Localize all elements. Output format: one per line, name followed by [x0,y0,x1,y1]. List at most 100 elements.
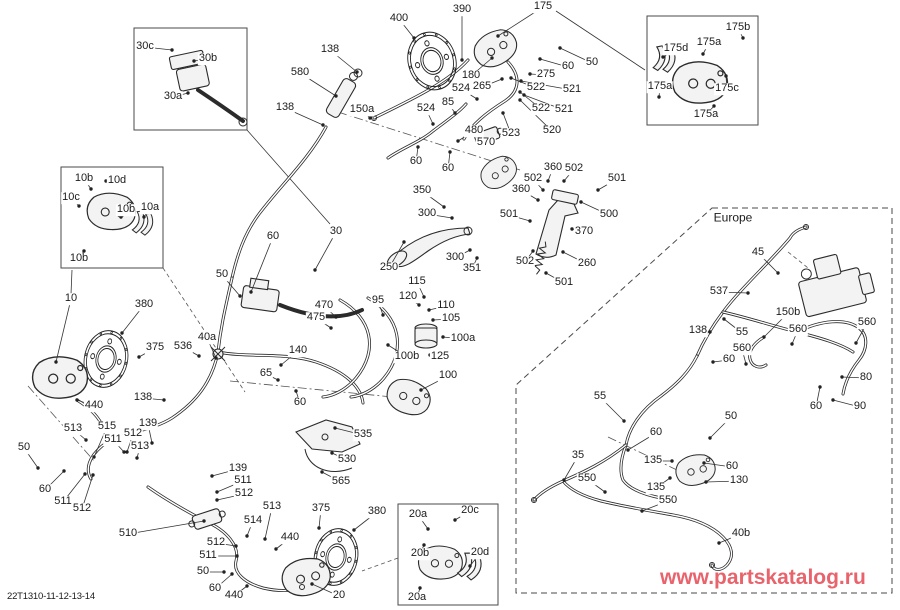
fastener-dot [416,145,420,149]
inset-box-20 [397,503,499,606]
leader-line [265,373,279,381]
fastener-dot [661,55,665,59]
fastener-dot [122,450,126,454]
leader-line [250,236,274,293]
leader-line [221,274,241,297]
fastener-dot [711,360,715,364]
leader-line [705,105,715,116]
leader-line [508,214,531,222]
fastener-dot [603,490,607,494]
leader-line [741,348,747,365]
leader-line [72,428,87,441]
leader-line [417,514,429,530]
fastener-dot [234,544,238,548]
leader-line [83,178,92,190]
leader-line [705,480,740,483]
drawing-number: 22T1310-11-12-13-14 [7,591,95,602]
leader-line [420,375,449,391]
leader-line [44,470,65,491]
fastener-dot [704,480,708,484]
leader-line [712,359,730,363]
leader-line [428,305,447,311]
fastener-dot [77,204,81,208]
leader-line [407,296,420,306]
fastener-dot [230,572,234,576]
fastener-dot [402,240,406,244]
fastener-dot [744,362,748,366]
fastener-dot [818,385,822,389]
fastener-dot [453,518,457,522]
fastener-dot [294,389,298,393]
leader-line [563,168,575,182]
fastener-dot [330,451,334,455]
leader-line [214,573,233,590]
pipe-union-510 [188,508,226,530]
fastener-dot [310,582,314,586]
fastener-dot [519,79,523,83]
fastener-dot [245,584,249,588]
fastener-dot [386,343,390,347]
fastener-dot [142,215,146,219]
leader-line [211,468,239,477]
fastener-dot [854,341,858,345]
leader-line [23,447,39,469]
fastener-dot [746,291,750,295]
leader-line [127,520,205,535]
fastener-dot [431,122,435,126]
footrest-bracket-500 [535,189,579,258]
leader-line [641,500,669,512]
fastener-dot [561,250,565,254]
fastener-dot [89,187,93,191]
fastener-dot [528,72,532,76]
fastener-dot [475,256,479,260]
leader-line [545,272,565,284]
fastener-dot [668,476,672,480]
leader-line [432,318,452,321]
leader-line [246,520,254,537]
fastener-dot [150,441,154,445]
fastener-dot [202,519,206,523]
fastener-dot [263,537,267,541]
leader-line [415,146,419,163]
fastener-dot [518,90,522,94]
fastener-dot [518,98,522,102]
damper-580 [325,71,358,118]
fastener-dot [490,56,494,60]
fastener-dot [762,335,766,339]
fastener-dot [741,36,745,40]
leader-line [323,305,337,318]
leader-line [318,508,322,529]
fastener-dot [522,93,526,97]
spring-260 [533,241,547,275]
fastener-dot [496,34,500,38]
fastener-dot [570,227,574,231]
fastener-dot [334,94,338,98]
leader-line [311,583,340,597]
fastener-dot [776,271,780,275]
leader-line [763,312,789,338]
leader-line [55,298,72,363]
fastener-dot [54,360,58,364]
fastener-dot [317,526,321,530]
watermark-link[interactable]: www.partskatalog.ru [660,566,866,589]
leader-line [136,446,141,459]
fastener-dot [92,455,96,459]
fastener-dot [579,200,583,204]
leader-line [447,102,456,114]
fastener-dot [722,317,726,321]
leader-line [206,337,217,359]
leader-line [532,178,544,191]
fastener-dot [426,527,430,531]
leader-line [215,542,237,547]
fastener-dot [657,95,661,99]
fastener-dot [708,436,712,440]
fastener-dot [428,353,432,357]
leader-line [697,330,711,333]
fastener-dot [468,564,472,568]
fastener-dot [36,466,40,470]
leader-line [233,585,248,597]
fastener-dot [531,249,535,253]
master-cylinder-30-inset [168,49,248,127]
fastener-dot [717,541,721,545]
